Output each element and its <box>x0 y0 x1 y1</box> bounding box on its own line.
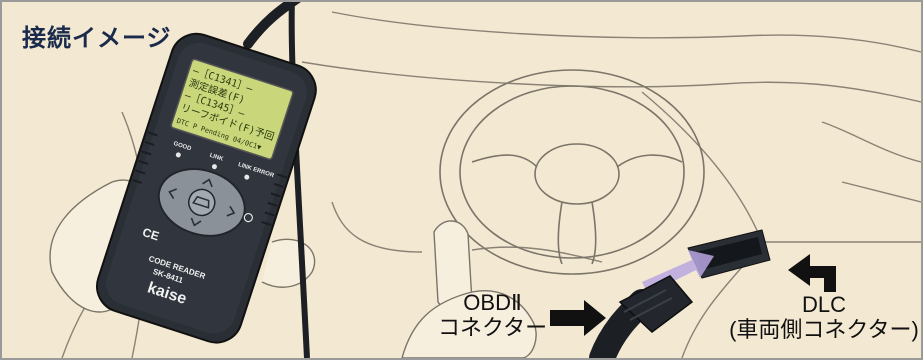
device-cable-lower <box>292 2 307 358</box>
page-title: 接続イメージ <box>22 18 172 53</box>
obd-plug <box>602 276 692 358</box>
dlc-label-line-1: DLC <box>724 292 923 317</box>
dlc-label-line-2: (車両側コネクター) <box>724 317 923 342</box>
obd-label-line-2: コネクター <box>438 315 547 340</box>
obd-connector-label: OBDⅡ コネクター <box>438 290 547 341</box>
dlc-label: DLC (車両側コネクター) <box>724 292 923 343</box>
obd-label-line-1: OBDⅡ <box>438 290 547 315</box>
arrow-to-dlc-icon <box>788 254 836 292</box>
arrow-to-plug-icon <box>550 300 606 336</box>
steering-wheel <box>440 70 704 274</box>
